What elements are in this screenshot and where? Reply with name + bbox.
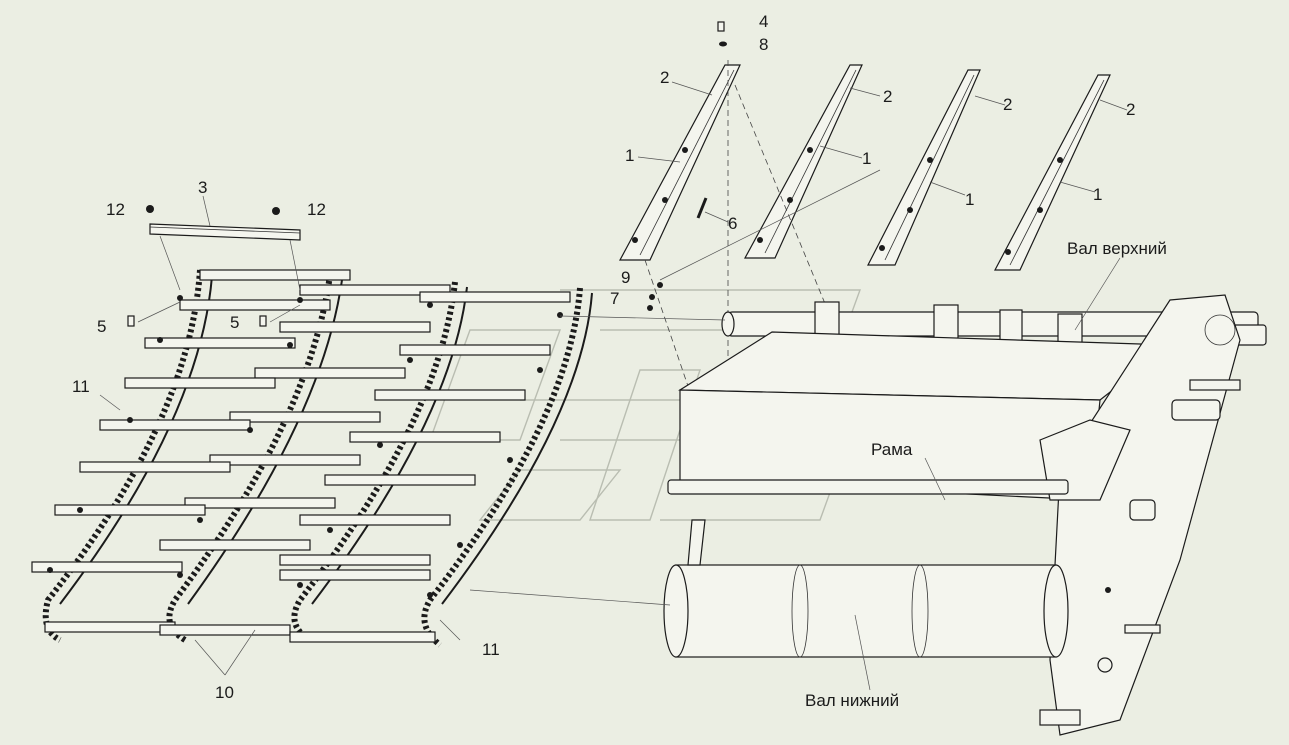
callout-9: 9 [621, 268, 630, 287]
callout-1: 1 [625, 146, 634, 165]
slat-bars [31, 269, 571, 643]
tension-rod [667, 479, 1069, 495]
leader-lines-top [637, 81, 1128, 281]
callout-10: 10 [215, 683, 234, 702]
part-12-nut [146, 205, 280, 215]
guide-rail [618, 64, 741, 261]
chain-strand [421, 287, 593, 648]
callout-11: 11 [72, 377, 90, 396]
guide-rail [867, 69, 981, 266]
callouts: 4 8 2 2 2 2 1 1 1 1 6 9 7 3 12 12 5 5 11… [72, 12, 1167, 710]
callout-5: 5 [230, 313, 239, 332]
part-5-pin [127, 315, 267, 327]
part-9-7-fasteners [647, 282, 663, 311]
callout-2: 2 [883, 87, 892, 106]
callout-3: 3 [198, 178, 207, 197]
callout-1: 1 [965, 190, 974, 209]
label-upper-shaft: Вал верхний [1067, 239, 1167, 258]
callout-2: 2 [1126, 100, 1135, 119]
part-3-bar [149, 223, 301, 241]
callout-4: 4 [759, 12, 768, 31]
part-4-screw [717, 21, 725, 32]
frame-body [677, 294, 1241, 736]
leader-lines-left [99, 195, 461, 676]
callout-2: 2 [1003, 95, 1012, 114]
part-8-washer [719, 41, 727, 47]
frame-assembly [469, 257, 1267, 736]
callout-2: 2 [660, 68, 669, 87]
part-6-bolt [696, 197, 708, 219]
callout-8: 8 [759, 35, 768, 54]
callout-11: 11 [482, 640, 500, 659]
callout-1: 1 [1093, 185, 1102, 204]
chain-attachment-bolts [47, 295, 563, 598]
callout-5: 5 [97, 317, 106, 336]
callout-1: 1 [862, 149, 871, 168]
lower-shaft [663, 519, 1069, 658]
label-lower-shaft: Вал нижний [805, 691, 899, 710]
callout-12: 12 [307, 200, 326, 219]
guide-rail [743, 64, 863, 259]
callout-7: 7 [610, 289, 619, 308]
guide-rails [618, 21, 1128, 481]
label-frame: Рама [871, 440, 913, 459]
leader-lines-right [469, 257, 1121, 691]
callout-12: 12 [106, 200, 125, 219]
chain-strand [166, 274, 343, 643]
callout-6: 6 [728, 214, 737, 233]
guide-rail [994, 74, 1111, 271]
chain-conveyor-assembly [31, 195, 593, 676]
